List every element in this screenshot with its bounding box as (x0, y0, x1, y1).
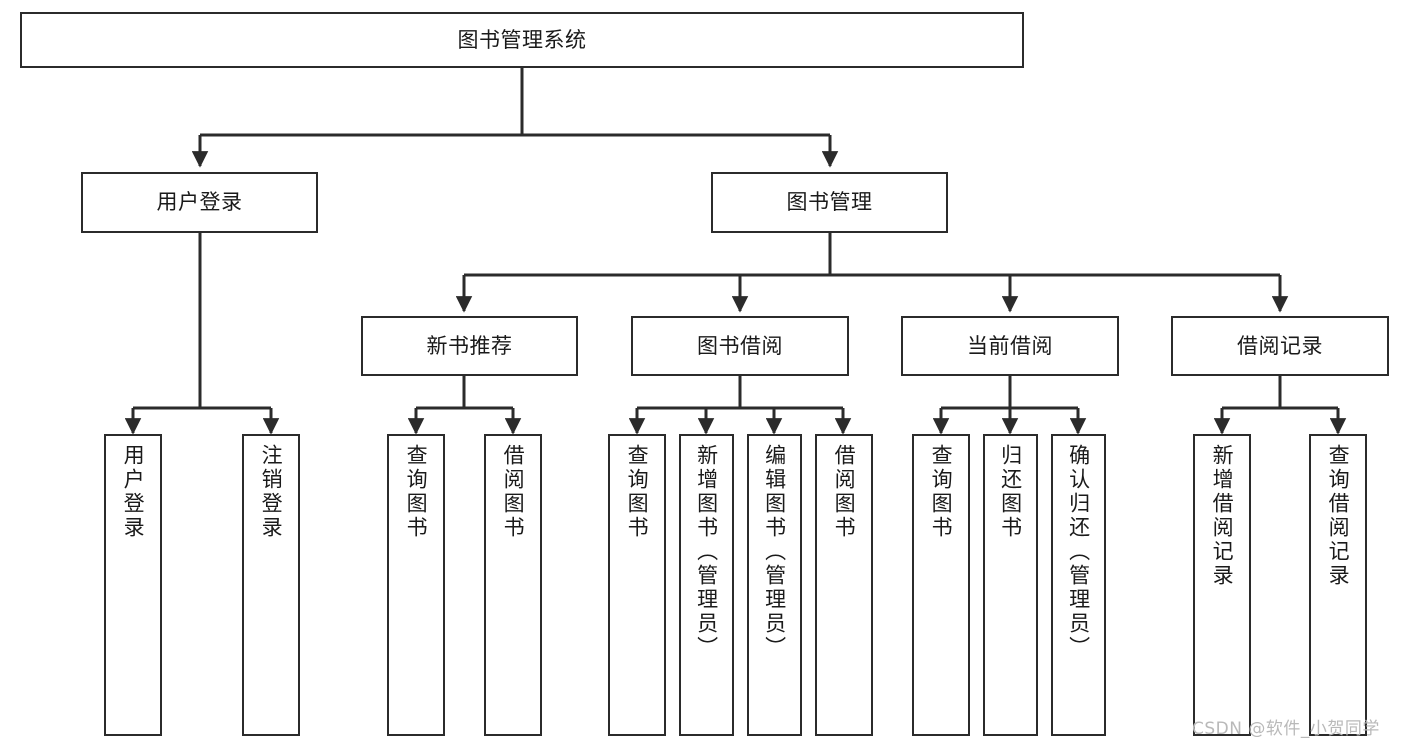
leaf-node-confirm-return-admin[interactable]: 确认归还（管理员） (1051, 434, 1106, 736)
node-label: 归还图书 (998, 444, 1023, 540)
node-label: 查询借阅记录 (1326, 444, 1351, 588)
leaf-node-query-borrow-record[interactable]: 查询借阅记录 (1309, 434, 1367, 736)
leaf-node-query-book-current[interactable]: 查询图书 (912, 434, 970, 736)
node-root-book-management-system[interactable]: 图书管理系统 (20, 12, 1024, 68)
node-book-management[interactable]: 图书管理 (711, 172, 948, 233)
node-label: 新增借阅记录 (1210, 444, 1235, 588)
leaf-node-add-book-admin[interactable]: 新增图书（管理员） (679, 434, 734, 736)
node-label: 图书管理 (786, 190, 873, 215)
node-label: 查询图书 (404, 444, 429, 540)
leaf-node-borrow-book[interactable]: 借阅图书 (815, 434, 873, 736)
node-label: 查询图书 (929, 444, 954, 540)
node-label: 借阅图书 (501, 444, 526, 540)
leaf-node-query-book-borrow[interactable]: 查询图书 (608, 434, 666, 736)
node-label: 新增图书（管理员） (694, 444, 719, 660)
node-user-login[interactable]: 用户登录 (81, 172, 318, 233)
node-label: 用户登录 (156, 190, 243, 215)
node-label: 借阅图书 (832, 444, 857, 540)
leaf-node-logout[interactable]: 注销登录 (242, 434, 300, 736)
leaf-node-borrow-book-recommend[interactable]: 借阅图书 (484, 434, 542, 736)
node-new-book-recommend[interactable]: 新书推荐 (361, 316, 578, 376)
node-book-borrow[interactable]: 图书借阅 (631, 316, 849, 376)
leaf-node-edit-book-admin[interactable]: 编辑图书（管理员） (747, 434, 802, 736)
watermark-text: CSDN @软件_小贺同学 (1192, 719, 1380, 739)
node-borrow-record[interactable]: 借阅记录 (1171, 316, 1389, 376)
node-label: 注销登录 (259, 444, 284, 540)
node-label: 用户登录 (121, 444, 146, 540)
node-label: 当前借阅 (967, 333, 1053, 358)
node-label: 借阅记录 (1237, 333, 1323, 358)
leaf-node-user-login[interactable]: 用户登录 (104, 434, 162, 736)
node-label: 确认归还（管理员） (1066, 444, 1091, 660)
node-label: 图书管理系统 (457, 27, 587, 52)
leaf-node-add-borrow-record[interactable]: 新增借阅记录 (1193, 434, 1251, 736)
node-current-borrow[interactable]: 当前借阅 (901, 316, 1119, 376)
node-label: 图书借阅 (697, 333, 783, 358)
leaf-node-query-book-recommend[interactable]: 查询图书 (387, 434, 445, 736)
node-label: 新书推荐 (426, 333, 513, 358)
node-label: 查询图书 (625, 444, 650, 540)
leaf-node-return-book[interactable]: 归还图书 (983, 434, 1038, 736)
node-label: 编辑图书（管理员） (762, 444, 787, 660)
